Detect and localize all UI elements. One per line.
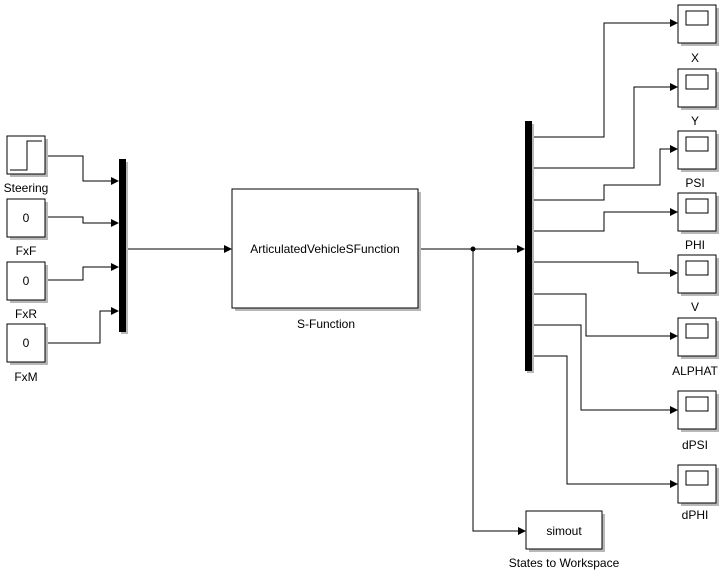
scope-label-dphi: dPHI [682, 508, 709, 522]
scope-block-y[interactable] [677, 68, 719, 110]
block-body [6, 261, 46, 301]
fxm-value: 0 [23, 336, 30, 350]
wire-branch-to-workspace [472, 249, 518, 532]
wire-demux-to-x [532, 22, 670, 138]
demux-bar [525, 121, 532, 371]
arrow-fxf [111, 219, 119, 227]
wire-demux-to-psi [532, 148, 670, 201]
mux-bar [119, 159, 126, 332]
wire-fxm-to-mux [46, 310, 113, 344]
demux-block[interactable] [525, 121, 534, 373]
constant-block-fxm[interactable]: 0 [6, 323, 48, 365]
scope-icon [685, 396, 709, 412]
arrow-to-v [670, 269, 678, 277]
wire-steering-to-mux [46, 155, 113, 182]
scope-label-y: Y [691, 114, 699, 128]
fxr-value: 0 [23, 274, 30, 288]
wire-demux-to-dphi [532, 355, 670, 485]
scope-icon [685, 260, 709, 276]
arrow-to-workspace [518, 527, 526, 535]
to-workspace-block[interactable]: simout [525, 510, 605, 552]
wire-fxf-to-mux [46, 216, 113, 224]
arrowheads [111, 19, 678, 535]
step-block-steering[interactable] [6, 135, 48, 177]
scope-block-v[interactable] [677, 254, 719, 296]
arrow-to-x [670, 19, 678, 27]
arrow-to-y [670, 83, 678, 91]
arrow-to-phi [670, 208, 678, 216]
workspace-block-text: simout [546, 524, 582, 538]
branch-point [470, 246, 476, 252]
arrow-to-dpsi [670, 406, 678, 414]
fxf-value: 0 [23, 211, 30, 225]
scope-icon [685, 10, 709, 26]
arrow-fxr [111, 263, 119, 271]
scope-label-dpsi: dPSI [682, 438, 708, 452]
steering-label: Steering [4, 181, 49, 195]
arrow-to-alphat [670, 332, 678, 340]
wire-demux-to-dpsi [532, 324, 670, 411]
scope-block-phi[interactable] [677, 192, 719, 234]
arrow-to-sfunction [224, 245, 232, 253]
constant-block-fxr[interactable]: 0 [6, 261, 48, 303]
block-body [525, 510, 603, 550]
fxm-label: FxM [14, 370, 37, 384]
workspace-label: States to Workspace [509, 556, 620, 570]
block-body [6, 198, 46, 238]
scope-label-x: X [691, 51, 699, 65]
wire-demux-to-alphat [532, 293, 670, 337]
scope-block-dphi[interactable] [677, 464, 719, 506]
arrow-to-dphi [670, 480, 678, 488]
fxf-label: FxF [16, 244, 37, 258]
block-body [231, 188, 419, 309]
arrow-steering [111, 177, 119, 185]
scope-icon [685, 323, 709, 339]
scope-label-phi: PHI [685, 238, 705, 252]
mux-block[interactable] [119, 159, 128, 334]
scope-icon [685, 198, 709, 214]
constant-block-fxf[interactable]: 0 [6, 198, 48, 240]
scope-icon [685, 74, 709, 90]
step-icon [10, 140, 42, 171]
wire-fxr-to-mux [46, 266, 113, 281]
scope-label-alphat: ALPHAT [672, 364, 718, 378]
scope-label-psi: PSI [685, 176, 704, 190]
scope-block-dpsi[interactable] [677, 390, 719, 432]
wire-demux-to-phi [532, 211, 670, 232]
block-body [6, 135, 46, 175]
block-body [6, 323, 46, 363]
scope-block-psi[interactable] [677, 130, 719, 172]
scope-icon [685, 136, 709, 152]
arrow-fxm [111, 307, 119, 315]
wire-demux-to-v [532, 261, 670, 274]
arrow-to-demux [517, 245, 525, 253]
scope-block-x[interactable] [677, 4, 719, 46]
scope-block-alphat[interactable] [677, 317, 719, 359]
scope-label-v: V [691, 300, 699, 314]
wire-demux-to-y [532, 86, 670, 169]
sfunction-block[interactable]: ArticulatedVehicleSFunction [231, 188, 421, 311]
scope-icon [685, 470, 709, 486]
arrow-to-psi [670, 145, 678, 153]
fxr-label: FxR [15, 307, 37, 321]
sfunction-block-text: ArticulatedVehicleSFunction [250, 242, 399, 256]
sfunction-label: S-Function [297, 317, 355, 331]
wires [46, 22, 670, 532]
